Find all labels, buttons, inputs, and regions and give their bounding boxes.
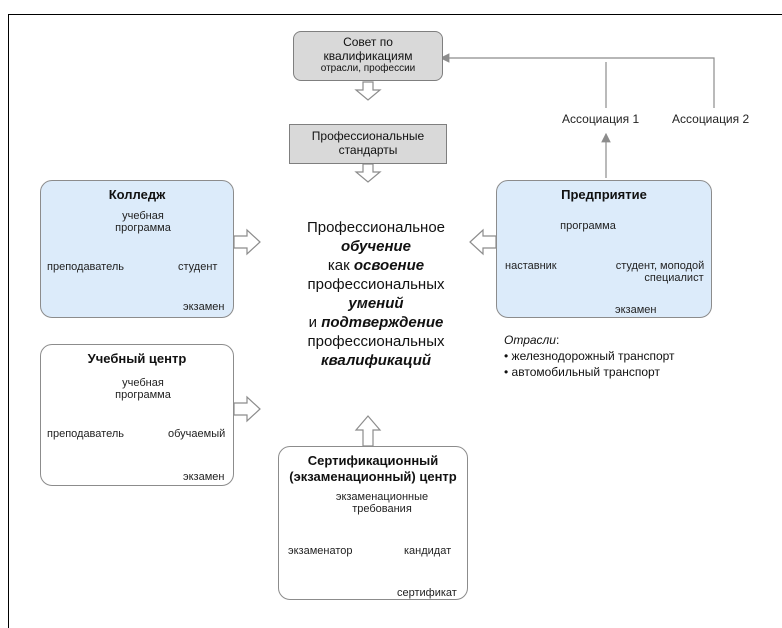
training-program-line1: учебная — [122, 377, 164, 389]
college-from-label: преподаватель — [47, 261, 124, 273]
enterprise-result-label: экзамен — [615, 304, 657, 316]
industries-block: Отрасли: • железнодорожный транспорт • а… — [504, 332, 675, 380]
cert-center-title-line1: Сертификационный — [307, 453, 439, 468]
frame-top — [8, 14, 782, 15]
center-line-3b: освоение — [353, 257, 425, 274]
standards-box: Профессиональные стандарты — [289, 124, 447, 164]
cert-program-line2: требования — [352, 503, 412, 515]
industries-colon: : — [555, 333, 560, 347]
training-right-arrow — [233, 395, 261, 423]
college-box: Колледж — [40, 180, 234, 318]
college-right-arrow — [233, 228, 261, 256]
association-1: Ассоциация 1 — [562, 112, 640, 126]
industries-label: Отрасли — [504, 333, 556, 347]
enterprise-from-label: наставник — [505, 260, 557, 272]
enterprise-left-arrow — [469, 228, 497, 256]
enterprise-to-line2: специалист — [644, 272, 704, 284]
standards-line2: стандарты — [338, 143, 398, 157]
center-line-2: обучение — [340, 238, 412, 255]
cert-to-label: кандидат — [404, 545, 452, 557]
enterprise-title: Предприятие — [561, 187, 647, 202]
cert-from-label: экзаменатор — [288, 545, 353, 557]
center-line-7: профессиональных — [307, 333, 445, 350]
training-program-label: учебная программа — [113, 377, 173, 401]
college-program-line1: учебная — [122, 210, 164, 222]
center-line-1: Профессиональное — [306, 219, 446, 236]
frame-left — [8, 14, 9, 628]
center-line-5: умений — [348, 295, 404, 312]
training-center-box: Учебный центр — [40, 344, 234, 486]
standards-line1: Профессиональные — [311, 129, 425, 143]
enterprise-box: Предприятие — [496, 180, 712, 318]
council-title-line2: квалификациям — [323, 49, 413, 63]
cert-up-arrow — [354, 415, 382, 447]
college-program-line2: программа — [115, 222, 171, 234]
cert-center-title: Сертификационный (экзаменационный) центр — [279, 453, 467, 485]
training-center-title: Учебный центр — [87, 351, 187, 366]
cert-center-title-line2: (экзаменационный) центр — [289, 469, 457, 484]
cert-program-label: экзаменационные требования — [328, 491, 436, 515]
enterprise-to-label: студент, моподой специалист — [610, 260, 710, 284]
college-title: Колледж — [108, 187, 166, 202]
training-result-label: экзамен — [183, 471, 225, 483]
industries-item-text: автомобильный транспорт — [511, 365, 660, 379]
training-program-line2: программа — [115, 389, 171, 401]
industries-item: • железнодорожный транспорт — [504, 349, 675, 363]
enterprise-to-line1: студент, моподой — [615, 260, 705, 272]
standards-down-arrow — [354, 163, 382, 183]
industries-item: • автомобильный транспорт — [504, 365, 660, 379]
center-line-8: квалификаций — [320, 352, 432, 369]
council-down-arrow — [354, 81, 382, 101]
training-from-label: преподаватель — [47, 428, 124, 440]
council-box: Совет по квалификациям отрасли, професси… — [293, 31, 443, 81]
council-title-line1: Совет по — [343, 35, 393, 49]
college-result-label: экзамен — [183, 301, 225, 313]
center-line-6a: и — [308, 314, 322, 331]
cert-result-label: сертификат — [397, 587, 457, 599]
center-line-6b: подтверждение — [321, 314, 444, 331]
assoc2-line — [439, 53, 715, 108]
training-to-label: обучаемый — [168, 428, 226, 440]
college-program-label: учебная программа — [113, 210, 173, 234]
cert-program-line1: экзаменационные — [335, 491, 429, 503]
industries-item-text: железнодорожный транспорт — [511, 349, 675, 363]
association-2: Ассоциация 2 — [672, 112, 750, 126]
cert-center-box: Сертификационный (экзаменационный) центр — [278, 446, 468, 600]
council-subtitle: отрасли, профессии — [320, 63, 416, 74]
college-to-label: студент — [178, 261, 218, 273]
center-line-3a: как — [327, 257, 354, 274]
center-line-4: профессиональных — [307, 276, 445, 293]
center-statement: Профессиональное обучение как освоение п… — [278, 218, 474, 370]
enterprise-program-label: программа — [560, 220, 616, 232]
